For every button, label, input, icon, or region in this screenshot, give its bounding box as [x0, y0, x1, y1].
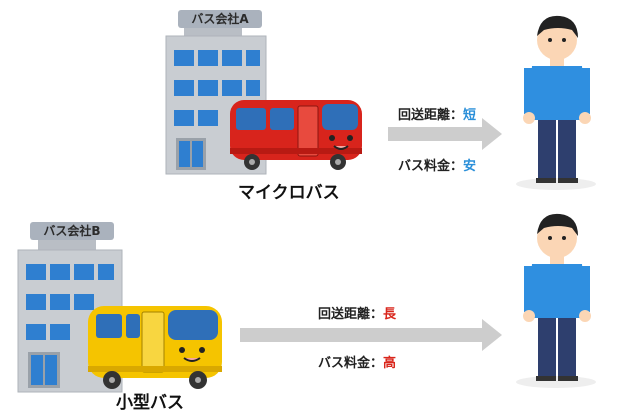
distance-label-a: 回送距離： — [398, 108, 464, 123]
fare-label-b: バス料金： — [318, 356, 384, 371]
company-a-sign: バス会社A — [178, 10, 262, 28]
customer-person-icon — [516, 213, 596, 388]
fare-value-a: 安 — [463, 159, 477, 174]
small-bus-icon — [88, 306, 222, 389]
distance-value-a: 短 — [463, 108, 477, 123]
small-bus-caption: 小型バス — [116, 393, 184, 413]
distance-label-b: 回送距離： — [318, 307, 384, 322]
distance-row-a: 回送距離：短 — [398, 104, 476, 123]
fare-label-a: バス料金： — [398, 159, 464, 174]
microbus-caption: マイクロバス — [238, 183, 340, 203]
company-b-sign: バス会社B — [30, 222, 114, 240]
microbus-icon — [230, 100, 362, 170]
fare-row-b: バス料金：高 — [318, 352, 396, 371]
company-a-label: バス会社A — [191, 12, 249, 26]
arrow-right-icon — [388, 118, 502, 150]
distance-value-b: 長 — [383, 307, 397, 322]
distance-row-b: 回送距離：長 — [318, 303, 396, 322]
fare-value-b: 高 — [383, 356, 397, 371]
company-b-label: バス会社B — [43, 224, 101, 238]
fare-row-a: バス料金：安 — [398, 155, 476, 174]
arrow-right-icon — [240, 319, 502, 351]
customer-person-icon — [516, 15, 596, 190]
